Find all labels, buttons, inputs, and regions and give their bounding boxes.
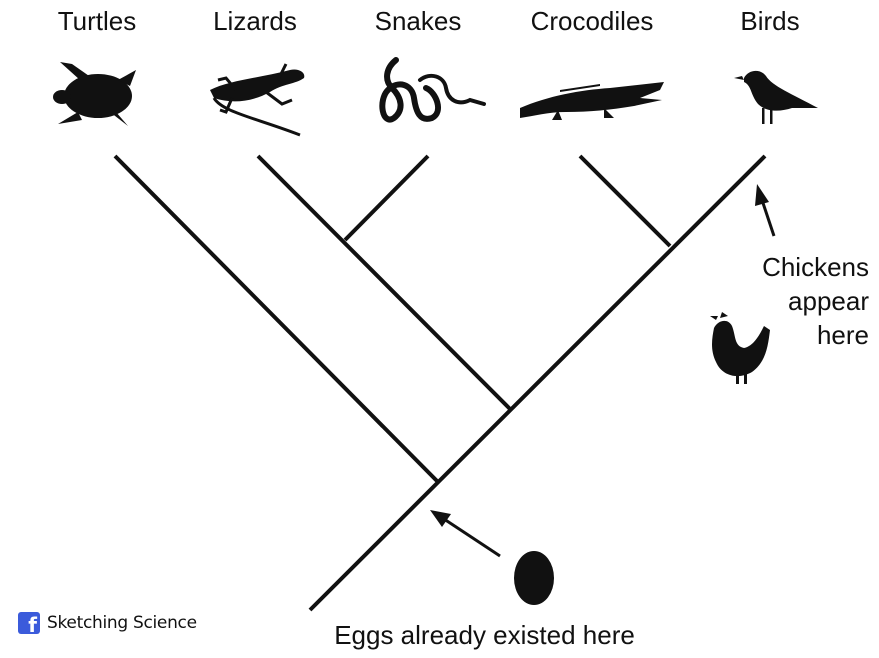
- chickens-annotation-line-1: Chickens: [709, 250, 869, 284]
- chickens-annotation: Chickens appear here: [709, 250, 869, 352]
- arrow-chickens: [755, 184, 774, 236]
- taxon-label-crocodiles: Crocodiles: [492, 6, 692, 37]
- lizard-icon: [210, 64, 304, 135]
- credit-badge: Sketching Science: [18, 612, 197, 634]
- snake-icon: [382, 60, 484, 120]
- branch-turtles: [115, 156, 438, 482]
- crocodile-icon: [520, 82, 664, 120]
- taxon-label-birds: Birds: [670, 6, 870, 37]
- branch-crocodiles: [580, 156, 670, 246]
- credit-text: Sketching Science: [47, 613, 197, 633]
- facebook-icon: [18, 612, 40, 634]
- branch-snakes: [345, 156, 428, 240]
- branch-root: [310, 156, 765, 610]
- arrow-eggs: [430, 510, 500, 556]
- chickens-annotation-line-2: appear: [709, 284, 869, 318]
- chickens-annotation-line-3: here: [709, 318, 869, 352]
- branch-lizards: [258, 156, 510, 409]
- egg-icon: [514, 551, 554, 605]
- bird-icon: [734, 71, 818, 124]
- taxon-label-snakes: Snakes: [318, 6, 518, 37]
- turtle-icon: [53, 62, 136, 126]
